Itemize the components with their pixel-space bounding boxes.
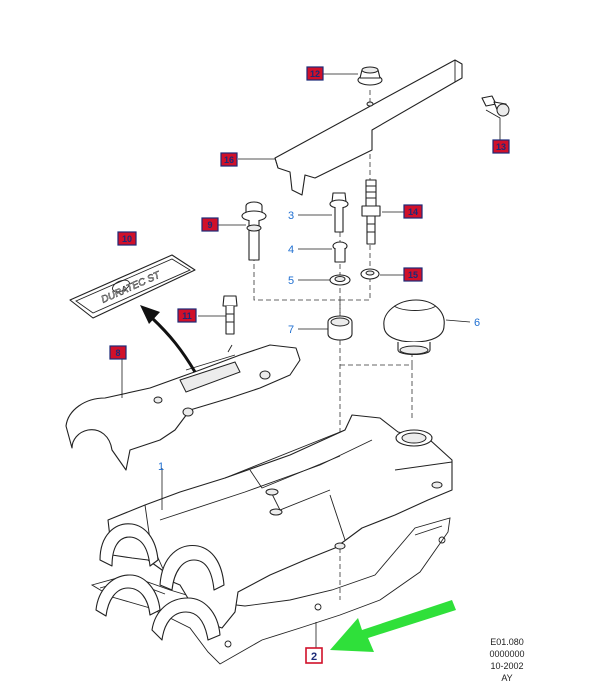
callout-14: 14 (403, 204, 423, 219)
oil-filler-cap (383, 299, 445, 356)
callout-6: 6 (474, 317, 480, 329)
install-arrow (140, 305, 197, 373)
leader-lines (121, 73, 501, 648)
bolt-socket (332, 241, 348, 263)
svg-text:12: 12 (310, 69, 320, 79)
svg-text:15: 15 (408, 270, 418, 280)
bolt-long (241, 201, 267, 261)
washer-15 (360, 268, 380, 280)
ref-line-2: 0000000 (489, 649, 525, 659)
svg-text:14: 14 (408, 207, 418, 217)
callout-11: 11 (177, 308, 197, 323)
svg-text:11: 11 (182, 311, 192, 321)
callout-9: 9 (201, 217, 219, 232)
svg-text:10: 10 (122, 234, 132, 244)
callout-4: 4 (288, 244, 294, 256)
side-bolt (481, 95, 510, 117)
callout-3: 3 (288, 210, 294, 222)
callout-15: 15 (403, 267, 423, 282)
ref-line-4: AY (501, 673, 513, 683)
callout-8: 8 (109, 345, 127, 360)
svg-text:16: 16 (224, 155, 234, 165)
callout-1: 1 (158, 461, 164, 473)
bolt-trim (222, 295, 238, 335)
cover-trim-insulator (65, 344, 301, 471)
stud (361, 179, 381, 245)
svg-text:2: 2 (311, 651, 317, 663)
callout-2: 2 (305, 647, 323, 664)
ref-line-3: 10-2002 (490, 661, 524, 671)
svg-text:9: 9 (207, 220, 212, 230)
grommet (327, 315, 353, 341)
callout-5: 5 (288, 275, 294, 287)
drawing-reference-code: E01.080 0000000 10-2002 AY (482, 636, 532, 684)
flange-nut (357, 66, 383, 86)
svg-text:13: 13 (496, 142, 506, 152)
washer-5 (329, 274, 351, 286)
callout-13: 13 (492, 139, 510, 154)
bolt-short (329, 192, 349, 233)
callout-7: 7 (288, 324, 294, 336)
callout-16: 16 (220, 152, 238, 167)
emblem-plate: DURATEC ST (69, 254, 196, 319)
callout-10: 10 (117, 231, 137, 246)
svg-text:8: 8 (115, 348, 120, 358)
heat-shield-bracket (274, 59, 463, 196)
callout-12: 12 (306, 66, 324, 81)
ref-line-1: E01.080 (490, 637, 524, 647)
cam-cover (95, 414, 453, 641)
pointer-arrow (330, 600, 456, 652)
